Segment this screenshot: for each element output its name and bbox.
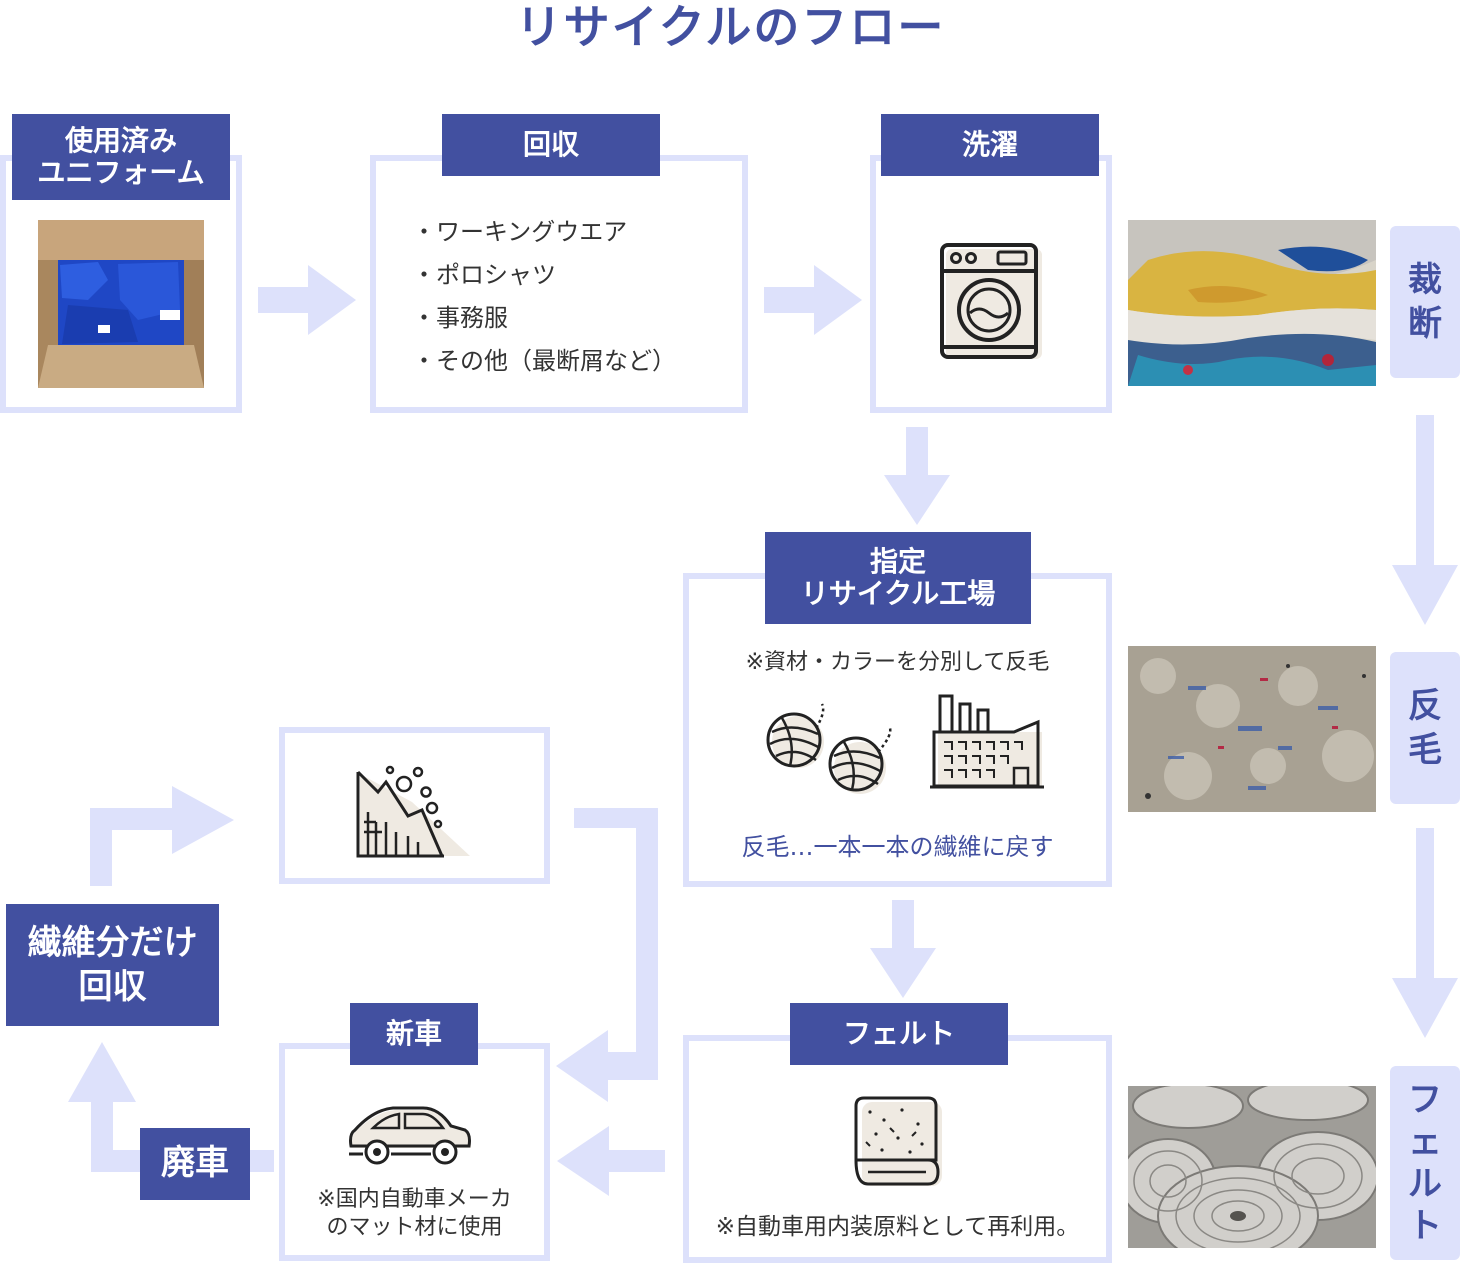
factory-label: 指定 リサイクル工場: [765, 532, 1031, 624]
felt-photo: [1128, 1086, 1376, 1248]
new-car-note: ※国内自動車メーカ のマット材に使用: [317, 1187, 512, 1240]
washing-machine-icon: [940, 243, 1042, 359]
fiber-recovery-label: 繊維分だけ 回収: [6, 904, 219, 1026]
collection-label: 回収: [442, 114, 660, 176]
list-item: ・ポロシャツ: [412, 261, 556, 289]
crushing-icon: [356, 765, 470, 858]
factory-note-bottom: 反毛…一本一本の繊維に戻す: [741, 833, 1054, 861]
factory-note-top: ※資材・カラーを分別して反毛: [745, 650, 1050, 675]
collection-box: [370, 155, 748, 413]
cutting-photo: [1128, 220, 1376, 386]
felt-note: ※自動車用内装原料として再利用。: [715, 1214, 1080, 1240]
washing-label: 洗濯: [881, 114, 1099, 176]
arrow-down-icon: [1392, 828, 1458, 1038]
list-item: ・その他（最断屑など）: [412, 347, 676, 375]
list-item: ・ワーキングウエア: [412, 218, 628, 246]
arrow-right-icon: [764, 265, 862, 335]
side-tab-reclaim: 反毛: [1390, 652, 1460, 804]
arrow-down-icon: [1392, 415, 1458, 625]
arrow-right-icon: [258, 265, 356, 335]
arrow-down-icon: [870, 900, 936, 998]
car-icon: [349, 1106, 471, 1165]
scrap-label: 廃車: [140, 1128, 250, 1200]
collection-item-list: ・ワーキングウエア ・ポロシャツ ・事務服 ・その他（最断屑など）: [412, 211, 676, 383]
factory-box: [683, 573, 1112, 887]
new-car-label: 新車: [350, 1003, 478, 1065]
side-tab-felt: フェルト: [1390, 1066, 1460, 1260]
side-tab-cutting: 裁断: [1390, 226, 1460, 378]
up-arrow-icon: [68, 1042, 274, 1172]
bracket-arrow-icon: [556, 808, 658, 1102]
box-of-uniforms-photo: [38, 220, 204, 388]
yarn-balls-icon: [766, 703, 892, 794]
factory-icon: [930, 694, 1044, 789]
bent-arrow-icon: [90, 786, 234, 886]
used-uniform-label: 使用済み ユニフォーム: [12, 114, 230, 200]
list-item: ・事務服: [412, 304, 508, 332]
arrow-left-icon: [557, 1126, 665, 1196]
arrow-down-icon: [884, 427, 950, 525]
felt-label: フェルト: [790, 1003, 1008, 1065]
felt-roll-icon: [854, 1096, 942, 1186]
page-title: リサイクルのフロー: [515, 0, 946, 54]
reclaimed-fiber-photo: [1128, 646, 1376, 812]
